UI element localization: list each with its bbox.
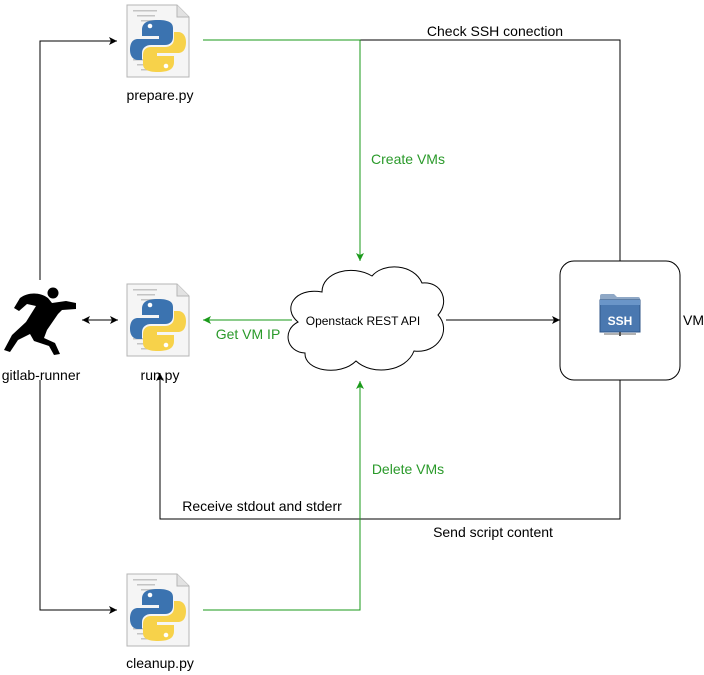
- send-script-label: Send script content: [433, 524, 553, 540]
- openstack-api-label: Openstack REST API: [306, 314, 421, 328]
- run-label: run.py: [141, 367, 180, 383]
- receive-output-label: Receive stdout and stderr: [182, 498, 342, 514]
- edge-check-ssh: [360, 39, 624, 294]
- edge-runner-to-cleanup: [39, 380, 117, 614]
- create-vms-label: Create VMs: [371, 151, 445, 167]
- edge-delete-vms: [203, 381, 364, 611]
- runner-label: gitlab-runner: [2, 367, 81, 383]
- get-vm-ip-label: Get VM IP: [216, 326, 281, 342]
- edge-run-vm-exchange: [159, 345, 624, 520]
- run-python-file-icon: [126, 283, 190, 357]
- prepare-python-file-icon: [126, 4, 190, 78]
- cleanup-python-file-icon: [126, 573, 190, 647]
- ssh-folder-icon: SSH: [599, 294, 641, 336]
- delete-vms-label: Delete VMs: [372, 461, 444, 477]
- openstack-api-cloud: [287, 266, 444, 371]
- edge-runner-to-prepare: [39, 37, 117, 280]
- prepare-label: prepare.py: [127, 87, 194, 103]
- runner-silhouette-icon: [4, 287, 76, 355]
- check-ssh-label: Check SSH conection: [427, 23, 563, 39]
- vm-label: VM: [683, 312, 704, 328]
- ssh-icon-text: SSH: [608, 314, 633, 328]
- cleanup-label: cleanup.py: [126, 655, 194, 671]
- edge-create-vms: [203, 39, 364, 261]
